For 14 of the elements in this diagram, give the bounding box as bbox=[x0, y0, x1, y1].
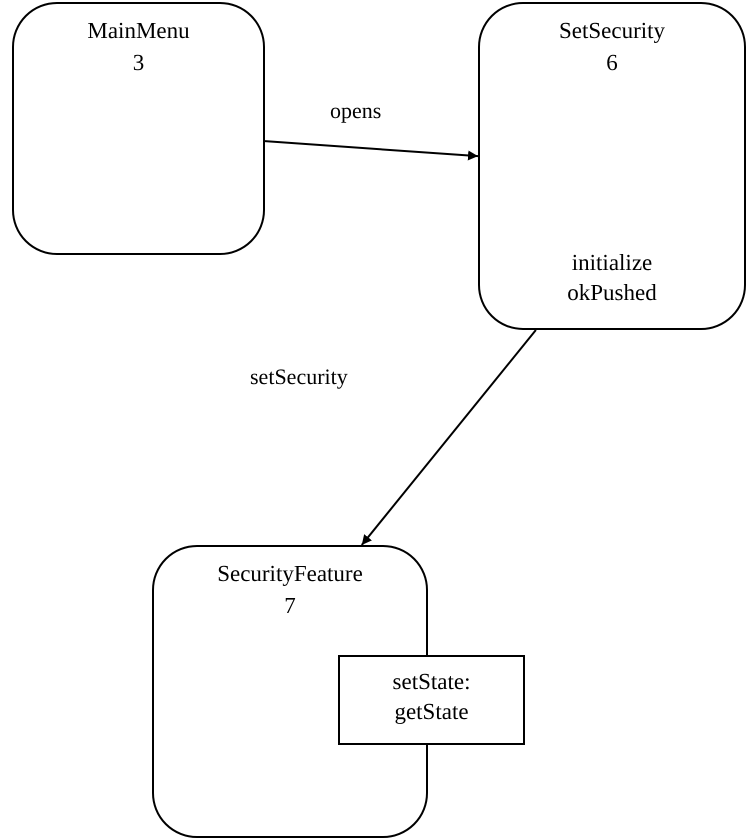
state-box bbox=[478, 2, 746, 330]
node-text: 3 bbox=[132, 49, 146, 77]
operation-box bbox=[338, 655, 525, 745]
node-text: SecurityFeature bbox=[216, 560, 364, 588]
edge-label: setSecurity bbox=[250, 366, 348, 388]
node-text: 6 bbox=[605, 49, 619, 77]
node-text: MainMenu bbox=[86, 17, 191, 45]
state-box bbox=[12, 2, 265, 255]
node-text: SetSecurity bbox=[558, 17, 666, 45]
arrow bbox=[264, 140, 478, 160]
node-text: 7 bbox=[283, 592, 297, 620]
node-text: setState: getState bbox=[392, 668, 472, 726]
node-text: initialize okPushed bbox=[566, 249, 658, 307]
arrow bbox=[360, 329, 537, 546]
